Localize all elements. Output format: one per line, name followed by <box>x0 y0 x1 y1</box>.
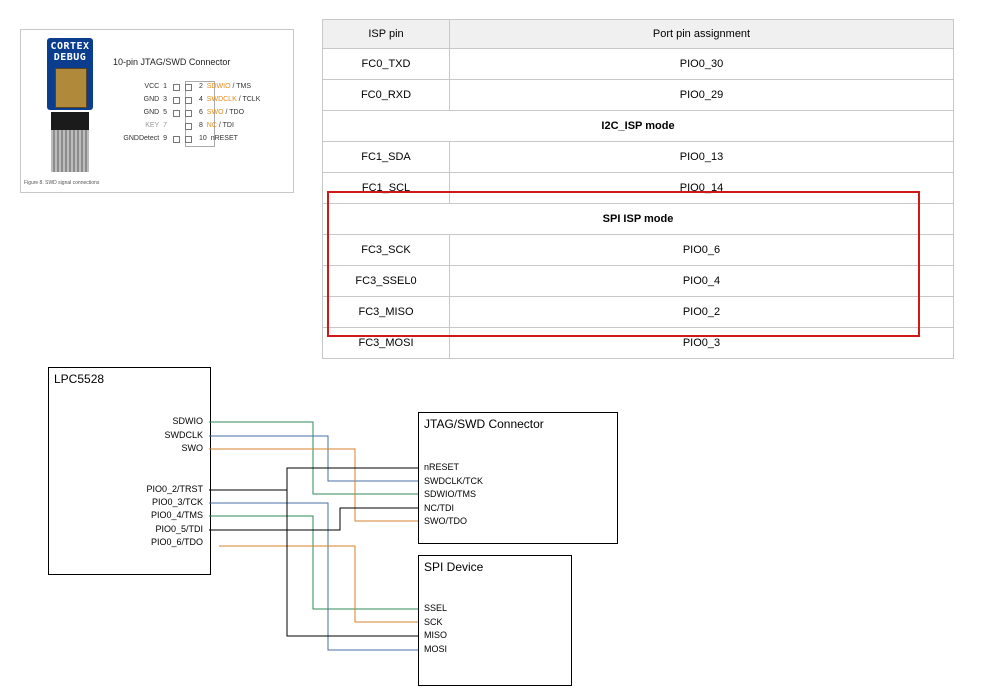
pin-row: KEY 7 8 NC / TDI <box>95 120 295 132</box>
mcu-signal-swo: SWO <box>181 443 204 453</box>
isp-pin-cell: FC3_MOSI <box>322 327 450 359</box>
probe-label-debug: DEBUG <box>53 52 87 63</box>
pin-row: GND 3 4 SWDCLK / TCLK <box>95 94 295 106</box>
pin-row: VCC 1 2 SDWIO / TMS <box>95 81 295 93</box>
wire-swdclk <box>209 435 418 482</box>
pin-square <box>185 84 192 91</box>
jtag-connector-block: JTAG/SWD Connector <box>418 412 618 544</box>
port-pin-cell: PIO0_4 <box>449 265 954 297</box>
jtag-signal-nc-tdi: NC/TDI <box>424 503 454 513</box>
port-pin-cell: PIO0_3 <box>449 327 954 359</box>
mcu-signal-sdwio: SDWIO <box>172 416 204 426</box>
spi-signal-ssel: SSEL <box>424 603 448 613</box>
jtag-signal-nreset: nRESET <box>424 462 460 472</box>
spi-signal-sck: SCK <box>424 617 443 627</box>
section-header-spi: SPI ISP mode <box>322 203 954 235</box>
wire-swo <box>209 448 418 522</box>
pin-row: GND 5 6 SWO / TDO <box>95 107 295 119</box>
jtag-signal-swdclk-tck: SWDCLK/TCK <box>424 476 484 486</box>
wire-pio0-4-tms <box>209 515 418 610</box>
pin-left-label: GNDDetect 9 <box>123 135 167 142</box>
pin-right-label: 4 SWDCLK / TCLK <box>199 96 261 103</box>
port-pin-cell: PIO0_6 <box>449 234 954 266</box>
spi-title: SPI Device <box>424 560 484 574</box>
section-header-i2c: I2C_ISP mode <box>322 110 954 142</box>
probe-plug <box>51 112 89 130</box>
pin-right-label: 6 SWO / TDO <box>199 109 245 116</box>
table-section-row: SPI ISP mode <box>322 203 954 235</box>
jtag-connector-figure: CORTEX DEBUG 10-pin JTAG/SWD Connector V… <box>20 29 294 193</box>
mcu-signal-pio0-2: PIO0_2/TRST <box>146 484 203 494</box>
table-header-row: ISP pin Port pin assignment <box>322 19 954 49</box>
ribbon-cable <box>51 130 89 172</box>
jtag-signal-swo-tdo: SWO/TDO <box>424 516 467 526</box>
pin-square <box>173 97 180 104</box>
isp-pin-cell: FC1_SCL <box>322 172 450 204</box>
wire-pio0-6-tdo <box>219 545 418 623</box>
port-pin-cell: PIO0_2 <box>449 296 954 328</box>
wire-pio0-5-tdi <box>209 507 418 531</box>
isp-pin-cell: FC1_SDA <box>322 141 450 173</box>
pin-square <box>173 110 180 117</box>
mcu-title: LPC5528 <box>54 372 105 386</box>
wire-pio0-3-tck <box>209 502 418 651</box>
mcu-signal-pio0-3: PIO0_3/TCK <box>151 497 203 507</box>
table-section-row: I2C_ISP mode <box>322 110 954 142</box>
jtag-signal-sdwio-tms: SDWIO/TMS <box>424 489 476 499</box>
pin-left-label: KEY 7 <box>145 122 167 129</box>
spi-signal-mosi: MOSI <box>424 644 448 654</box>
mcu-block: LPC5528 <box>48 367 211 575</box>
pin-left-label: GND 5 <box>143 109 167 116</box>
pin-square <box>185 123 192 130</box>
probe-header-pins <box>55 68 87 108</box>
port-pin-cell: PIO0_13 <box>449 141 954 173</box>
pin-square <box>185 97 192 104</box>
debug-probe-image: CORTEX DEBUG <box>47 38 93 172</box>
pin-left-label: GND 3 <box>143 96 167 103</box>
isp-pin-cell: FC3_SSEL0 <box>322 265 450 297</box>
isp-pin-cell: FC0_RXD <box>322 79 450 111</box>
isp-pin-cell: FC3_SCK <box>322 234 450 266</box>
wire-pio0-2-trst <box>209 467 418 491</box>
figure-caption: Figure 8. SWD signal connections <box>24 180 100 186</box>
mcu-signal-pio0-5: PIO0_5/TDI <box>155 524 203 534</box>
pin-right-label: 8 NC / TDI <box>199 122 234 129</box>
pin-square <box>173 136 180 143</box>
column-header: Port pin assignment <box>449 19 954 49</box>
figure-title: 10-pin JTAG/SWD Connector <box>113 57 231 67</box>
pin-right-label: 10 nRESET <box>199 135 238 142</box>
pin-left-label: VCC 1 <box>144 83 167 90</box>
mcu-signal-pio0-4: PIO0_4/TMS <box>150 510 203 520</box>
spi-device-block: SPI Device <box>418 555 572 686</box>
pin-square <box>185 136 192 143</box>
wire-pio0-2-miso <box>286 490 418 637</box>
pin-right-label: 2 SDWIO / TMS <box>199 83 252 90</box>
pin-square <box>173 84 180 91</box>
port-pin-cell: PIO0_14 <box>449 172 954 204</box>
wire-sdwio <box>209 421 418 495</box>
pin-row: GNDDetect 9 10 nRESET <box>95 133 295 145</box>
port-pin-cell: PIO0_29 <box>449 79 954 111</box>
port-pin-cell: PIO0_30 <box>449 48 954 80</box>
spi-signal-miso: MISO <box>424 630 448 640</box>
isp-pin-cell: FC3_MISO <box>322 296 450 328</box>
jtag-title: JTAG/SWD Connector <box>424 417 544 431</box>
mcu-signal-pio0-6: PIO0_6/TDO <box>150 537 203 547</box>
isp-pin-cell: FC0_TXD <box>322 48 450 80</box>
probe-label-cortex: CORTEX <box>50 41 90 52</box>
mcu-signal-swdclk: SWDCLK <box>164 430 203 440</box>
probe-body: CORTEX DEBUG <box>47 38 93 110</box>
pin-square <box>185 110 192 117</box>
column-header: ISP pin <box>322 19 450 49</box>
